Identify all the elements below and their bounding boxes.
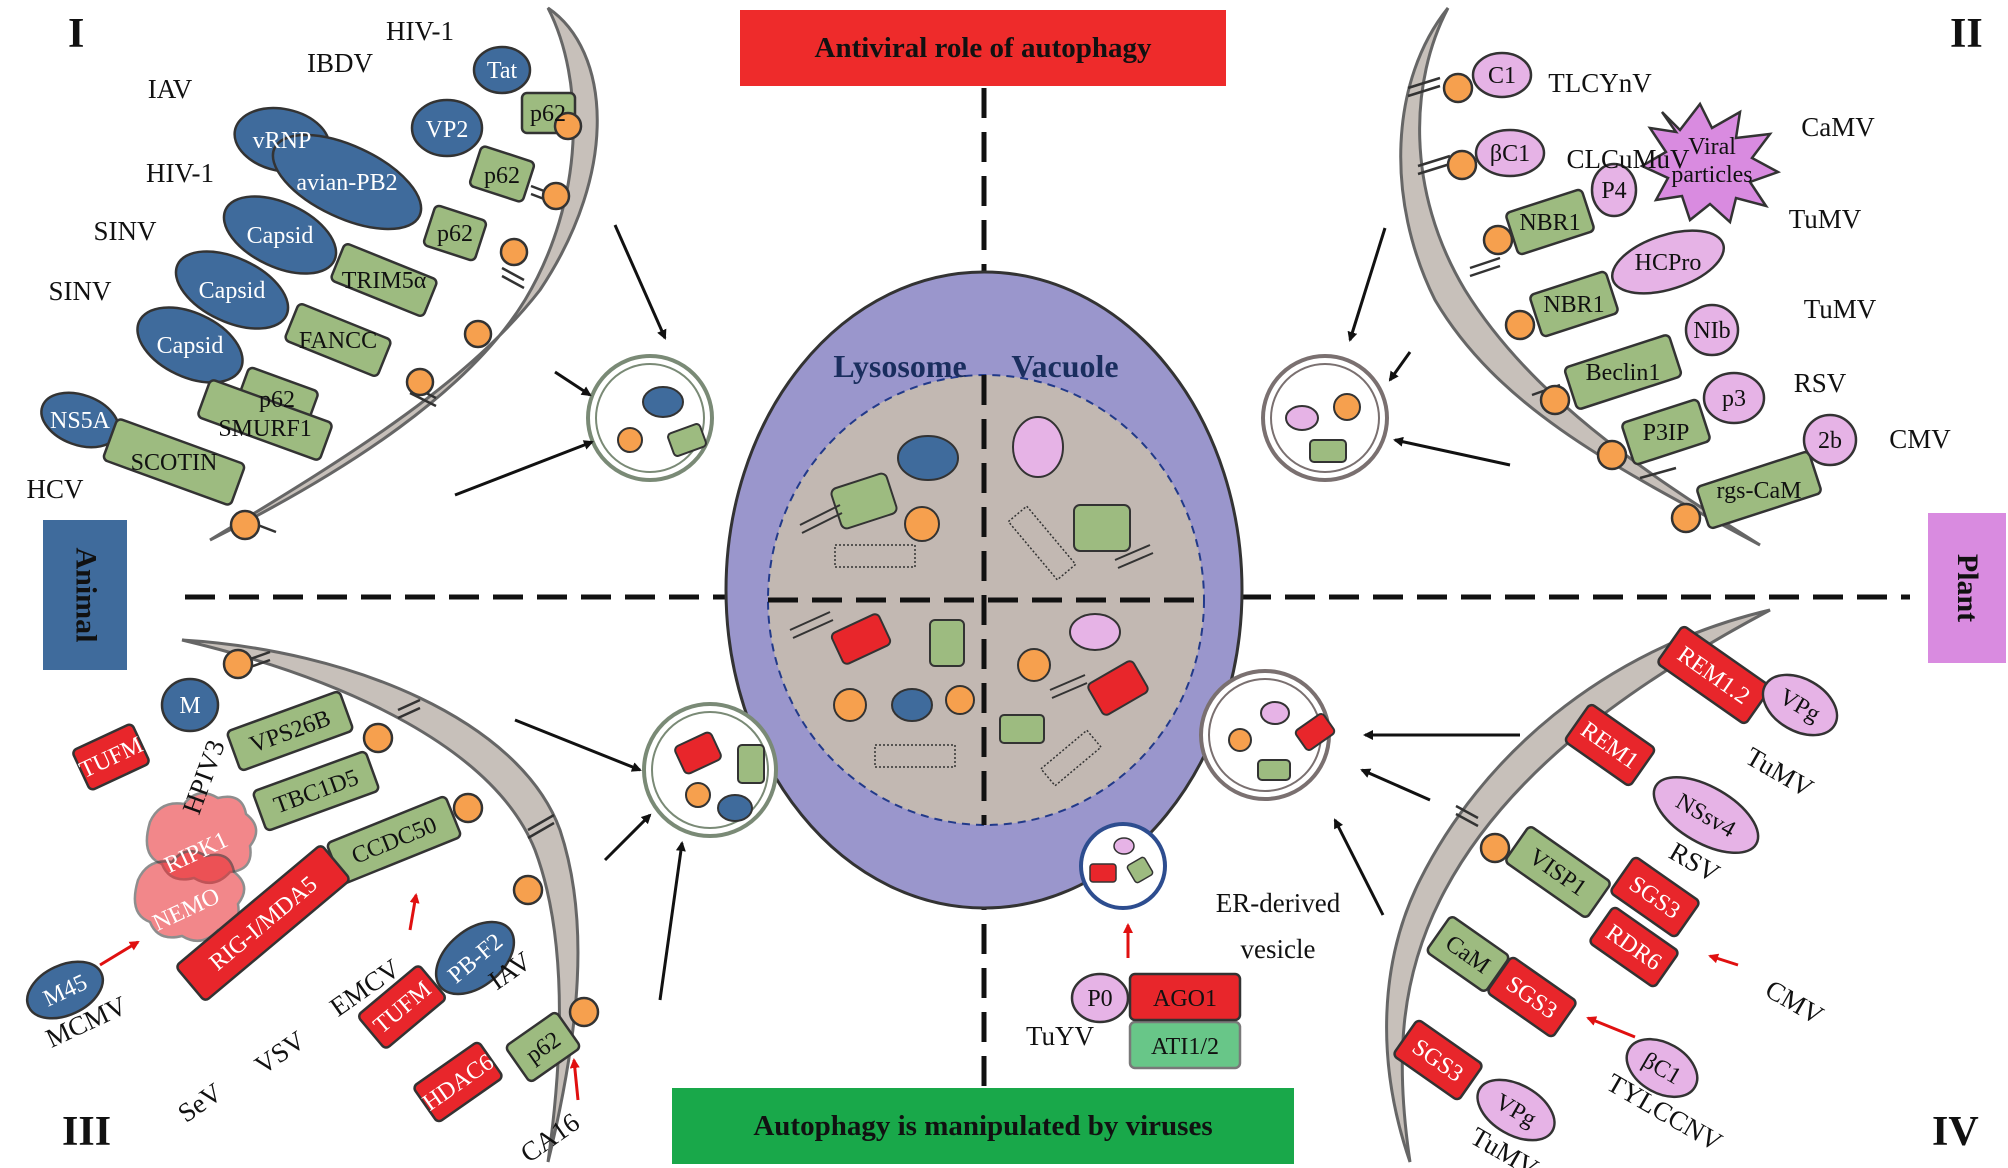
autophagosome-q3 (642, 702, 778, 838)
q2-receptor: NBR1 (1543, 292, 1604, 318)
q2-receptor: rgs-CaM (1717, 478, 1802, 504)
autophagosome-q1 (586, 354, 714, 482)
q4-virus-label: TuMV (1741, 741, 1819, 804)
q2-virus-label: CMV (1889, 424, 1951, 454)
quadrant-label-ii: II (1950, 11, 1983, 57)
q2-virus-label: CLCuMuV (1566, 144, 1690, 174)
q2-labels: TLCYnV CLCuMuV CaMV TuMV TuMV RSV CMV C1… (1488, 63, 1951, 504)
lysosome-vacuole: Lysosome Vacuole (724, 270, 1244, 910)
q2-receptor: NBR1 (1519, 210, 1580, 236)
q1-viral-protein: VP2 (426, 117, 469, 143)
q1-receptor: FANCC (299, 328, 377, 354)
q3-proteins (25, 648, 600, 1123)
q4-receptor: ATI1/2 (1151, 1034, 1219, 1060)
q2-virus-label: CaMV (1801, 112, 1875, 142)
q2-viral-protein: βC1 (1490, 141, 1530, 167)
q1-virus-label: HIV-1 (146, 158, 214, 188)
q1-proteins (40, 45, 583, 541)
q1-virus-label: IBDV (307, 48, 373, 78)
q2-viral-protein: particles (1671, 162, 1752, 188)
q1-viral-protein: NS5A (50, 408, 111, 434)
q3-virus-label: VSV (249, 1025, 311, 1081)
q1-virus-label: SINV (93, 216, 157, 246)
arrows (454, 224, 1520, 1001)
q1-viral-protein: vRNP (253, 128, 312, 154)
q2-virus-label: RSV (1794, 368, 1847, 398)
q2-virus-label: TuMV (1789, 204, 1862, 234)
q2-receptor: P3IP (1643, 420, 1690, 446)
banner-animal: Animal (43, 520, 127, 670)
q4-viral-protein: P0 (1087, 986, 1112, 1012)
banner-antiviral: Antiviral role of autophagy (740, 10, 1226, 86)
quadrant-label-i: I (68, 11, 85, 57)
er-vesicle-label: vesicle (1241, 934, 1316, 964)
banner-plant: Plant (1928, 513, 2006, 663)
autophagosome-q4 (1199, 669, 1336, 801)
q2-viral-protein: P4 (1601, 178, 1626, 204)
q3-viral-protein: M (179, 693, 200, 719)
q2-receptor: Beclin1 (1586, 360, 1661, 386)
q1-receptor: SCOTIN (131, 450, 218, 476)
q2-viral-protein: p3 (1722, 386, 1746, 412)
q2-virus-label: TLCYnV (1548, 68, 1652, 98)
q1-receptor: TRIM5α (342, 268, 427, 294)
q1-viral-protein: Capsid (157, 333, 224, 359)
q1-viral-protein: Capsid (247, 223, 314, 249)
q1-viral-protein: avian-PB2 (296, 170, 397, 196)
q2-viral-protein: Viral (1688, 134, 1736, 160)
q1-receptor: p62 (437, 221, 473, 247)
q1-viral-protein: Capsid (199, 278, 266, 304)
q2-proteins (1442, 51, 1858, 534)
q2-viral-protein: NIb (1693, 318, 1730, 344)
q2-viral-protein: HCPro (1635, 250, 1702, 276)
quadrant-label-iii: III (62, 1109, 112, 1155)
lysosome-label: Lysosome (833, 348, 966, 384)
q4-virus-label: TuYV (1026, 1021, 1095, 1051)
q1-receptor: p62 (484, 163, 520, 189)
q1-virus-label: IAV (148, 74, 193, 104)
vacuole-label: Vacuole (1011, 348, 1118, 384)
q4-virus-label: CMV (1760, 974, 1829, 1031)
q2-virus-label: TuMV (1804, 294, 1877, 324)
er-vesicle-label: ER-derived (1216, 888, 1341, 918)
q1-receptor: SMURF1 (218, 416, 311, 442)
q1-labels: HIV-1 IBDV IAV HIV-1 SINV SINV HCV Tat V… (26, 16, 566, 504)
q1-receptor: p62 (530, 101, 566, 127)
banner-manipulated: Autophagy is manipulated by viruses (672, 1088, 1294, 1164)
er-derived-vesicle (1079, 822, 1167, 910)
q3-virus-label: SeV (172, 1077, 228, 1129)
q1-virus-label: SINV (48, 276, 112, 306)
q2-viral-protein: C1 (1488, 63, 1516, 89)
q1-receptor: p62 (259, 387, 295, 413)
q1-virus-label: HIV-1 (386, 16, 454, 46)
red-arrows (99, 893, 1739, 1101)
q4-red-protein: AGO1 (1153, 986, 1217, 1012)
q4-proteins (1070, 625, 1839, 1142)
q1-viral-protein: Tat (487, 58, 518, 84)
q1-virus-label: HCV (26, 474, 84, 504)
q2-viral-protein: 2b (1818, 428, 1842, 454)
quadrant-label-iv: IV (1932, 1109, 1979, 1155)
autophagosome-q2 (1261, 354, 1389, 482)
